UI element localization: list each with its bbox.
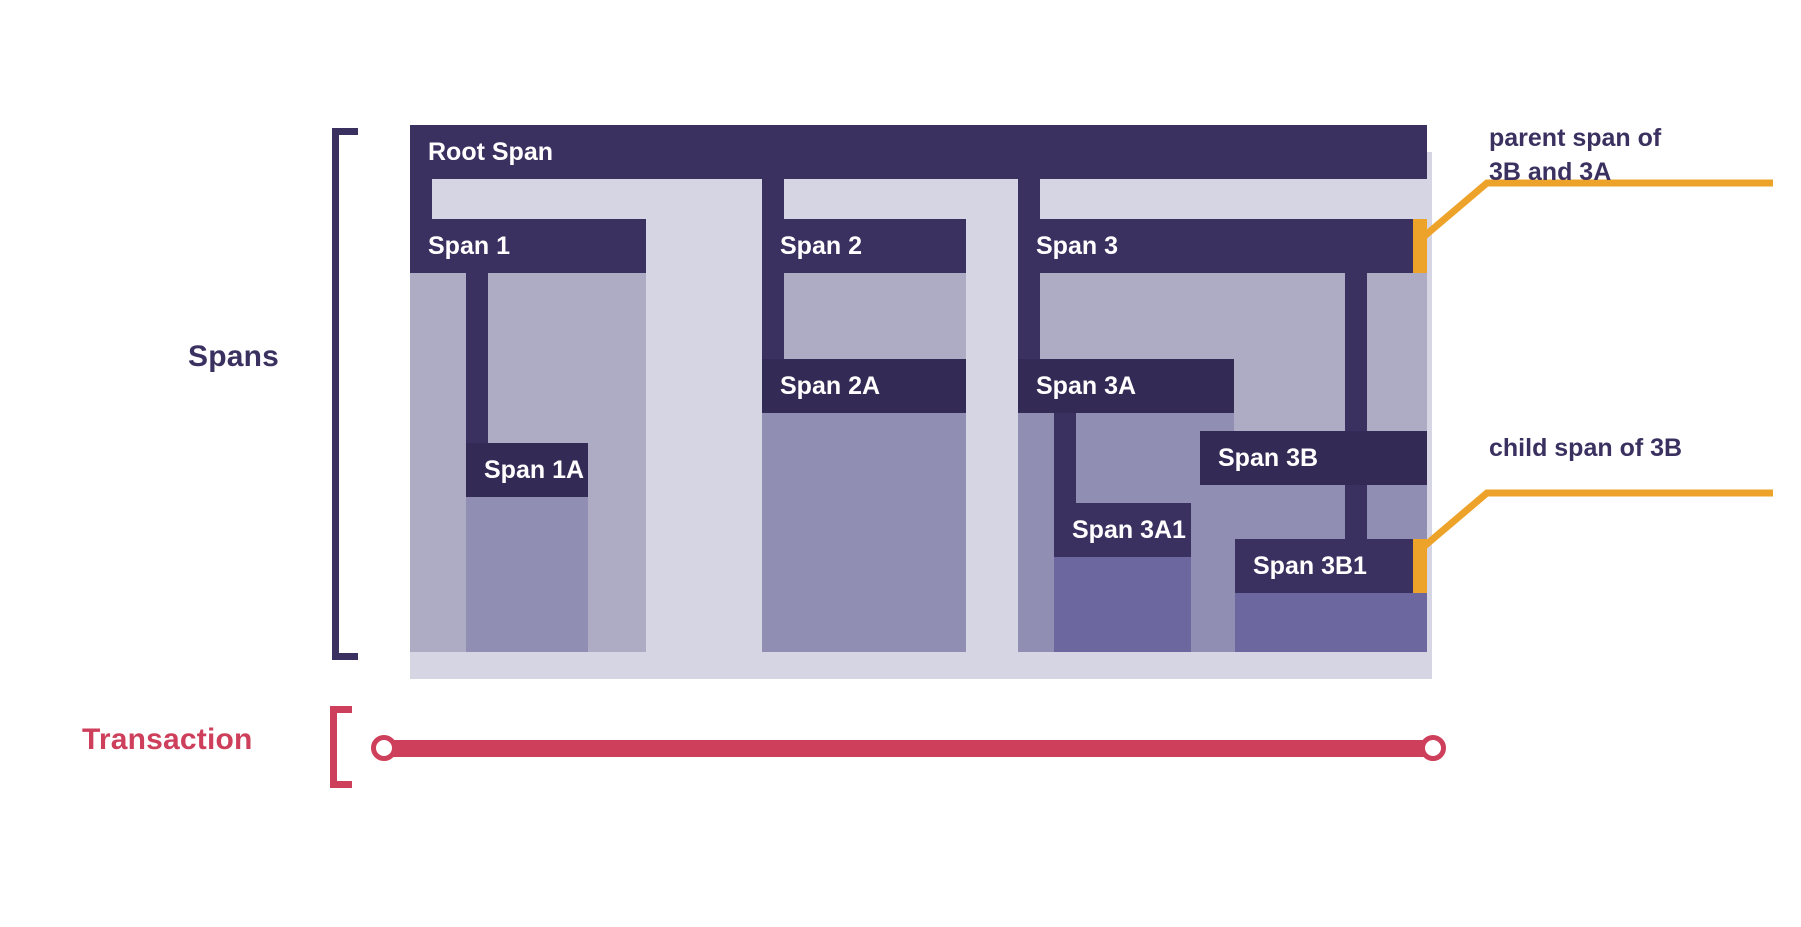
spans-bracket <box>332 128 358 660</box>
child-callout-text: child span of 3B <box>1489 434 1683 462</box>
transaction-end-endpoint-icon <box>1420 735 1446 761</box>
child-span-marker <box>1413 539 1427 593</box>
stem-span2-to-span2a <box>762 273 784 359</box>
span-3b-label: Span 3B <box>1200 431 1427 485</box>
span-2-label: Span 2 <box>762 219 966 273</box>
span-tree: Root Span Span 1 Span 1A Span 2 Span 2A <box>410 125 1432 679</box>
span-3a1[interactable]: Span 3A1 <box>1054 503 1191 652</box>
span-3a1-label: Span 3A1 <box>1054 503 1191 557</box>
parent-callout-leader-line <box>1418 179 1773 242</box>
stem-root-to-span3 <box>1018 179 1040 219</box>
spans-axis-label: Spans <box>188 340 280 373</box>
span-3b1-label: Span 3B1 <box>1235 539 1427 593</box>
stem-span3b-to-span3b1 <box>1345 485 1367 539</box>
span-1-label: Span 1 <box>410 219 646 273</box>
stem-span3a-to-span3a1 <box>1054 413 1076 503</box>
span-1a-label: Span 1A <box>466 443 588 497</box>
transaction-bracket <box>330 706 352 788</box>
stem-span3-to-span3a <box>1018 273 1040 359</box>
transaction-axis-label: Transaction <box>82 723 253 756</box>
span-root-label: Root Span <box>410 125 1427 179</box>
span-2a[interactable]: Span 2A <box>762 359 966 652</box>
span-1a-body <box>466 497 588 652</box>
stem-span3-to-span3b <box>1345 273 1367 431</box>
span-2a-label: Span 2A <box>762 359 966 413</box>
span-3-label: Span 3 <box>1018 219 1427 273</box>
span-1a[interactable]: Span 1A <box>466 443 588 652</box>
stem-root-to-span1 <box>410 179 432 219</box>
span-2a-body <box>762 413 966 652</box>
transaction-start-endpoint-icon <box>371 735 397 761</box>
span-3b1-body <box>1235 593 1427 652</box>
stem-root-to-span2 <box>762 179 784 219</box>
parent-callout-text: parent span of 3B and 3A <box>1489 124 1662 186</box>
span-3a1-body <box>1054 557 1191 652</box>
span-3a-label: Span 3A <box>1018 359 1234 413</box>
transaction-bar <box>384 740 1434 757</box>
child-callout-leader-line <box>1418 489 1773 552</box>
transaction-bar-group[interactable] <box>371 731 1446 765</box>
span-3b1[interactable]: Span 3B1 <box>1235 539 1427 652</box>
stem-span1-to-span1a <box>466 273 488 443</box>
